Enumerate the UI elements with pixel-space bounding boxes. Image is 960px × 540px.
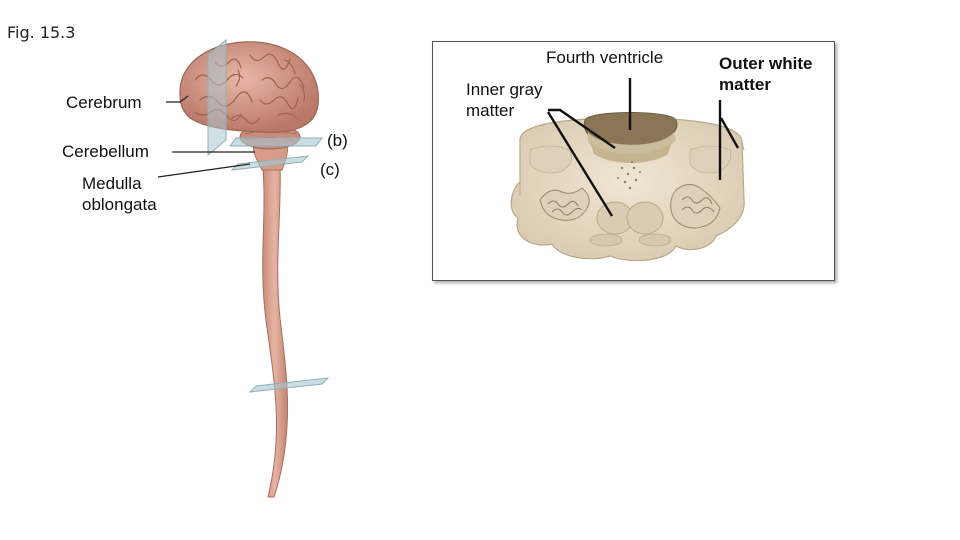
label-plane-c: (c) [320, 160, 340, 179]
gray-matter-floor [590, 142, 672, 163]
spinal-cord [261, 159, 288, 498]
plane-sagittal [207, 38, 227, 157]
label-cerebrum: Cerebrum [66, 93, 142, 112]
pyramid-right [626, 201, 664, 235]
figure-caption: Fig. 15.3 [7, 23, 76, 42]
label-plane-b: (b) [327, 131, 348, 150]
left-leader-lines [157, 95, 255, 178]
label-medulla-oblongata: Medulla oblongata [82, 174, 157, 214]
gray-matter-nuclei [617, 161, 641, 190]
medulla-cross-section [510, 112, 745, 262]
inferior-olive-left [539, 187, 590, 221]
label-inner-gray-matter: Inner gray matter [466, 80, 543, 120]
cerebrum [179, 41, 319, 133]
label-outer-white-matter: Outer white matter [719, 54, 813, 94]
plane-b [229, 137, 323, 147]
section-leader-lines [546, 78, 740, 217]
label-cerebellum: Cerebellum [62, 142, 149, 161]
inferior-olive-right [670, 184, 721, 229]
plane-cord [248, 377, 330, 393]
label-fourth-ventricle: Fourth ventricle [546, 48, 664, 67]
